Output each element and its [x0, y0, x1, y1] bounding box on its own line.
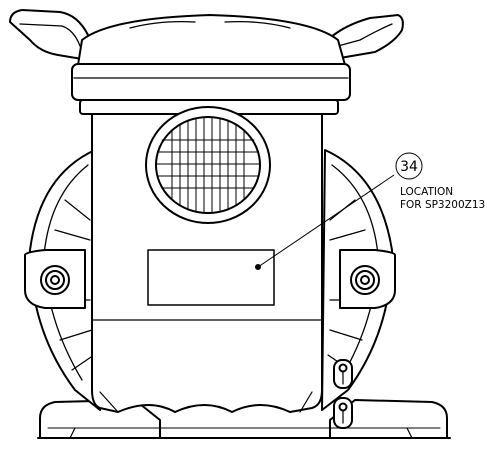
callout-bubble: 34	[395, 152, 423, 180]
lid-assembly	[9, 9, 404, 115]
strainer-grille	[145, 106, 271, 224]
label-location-box	[147, 249, 275, 306]
callout-number: 34	[400, 159, 418, 175]
callout-label-line-2: FOR SP3200Z13	[400, 199, 485, 211]
left-mounting-boss	[24, 249, 86, 309]
callout-leader	[255, 174, 395, 270]
callout-label-line-1: LOCATION	[400, 186, 453, 198]
drain-plugs	[333, 359, 353, 429]
right-mounting-boss	[339, 249, 396, 309]
